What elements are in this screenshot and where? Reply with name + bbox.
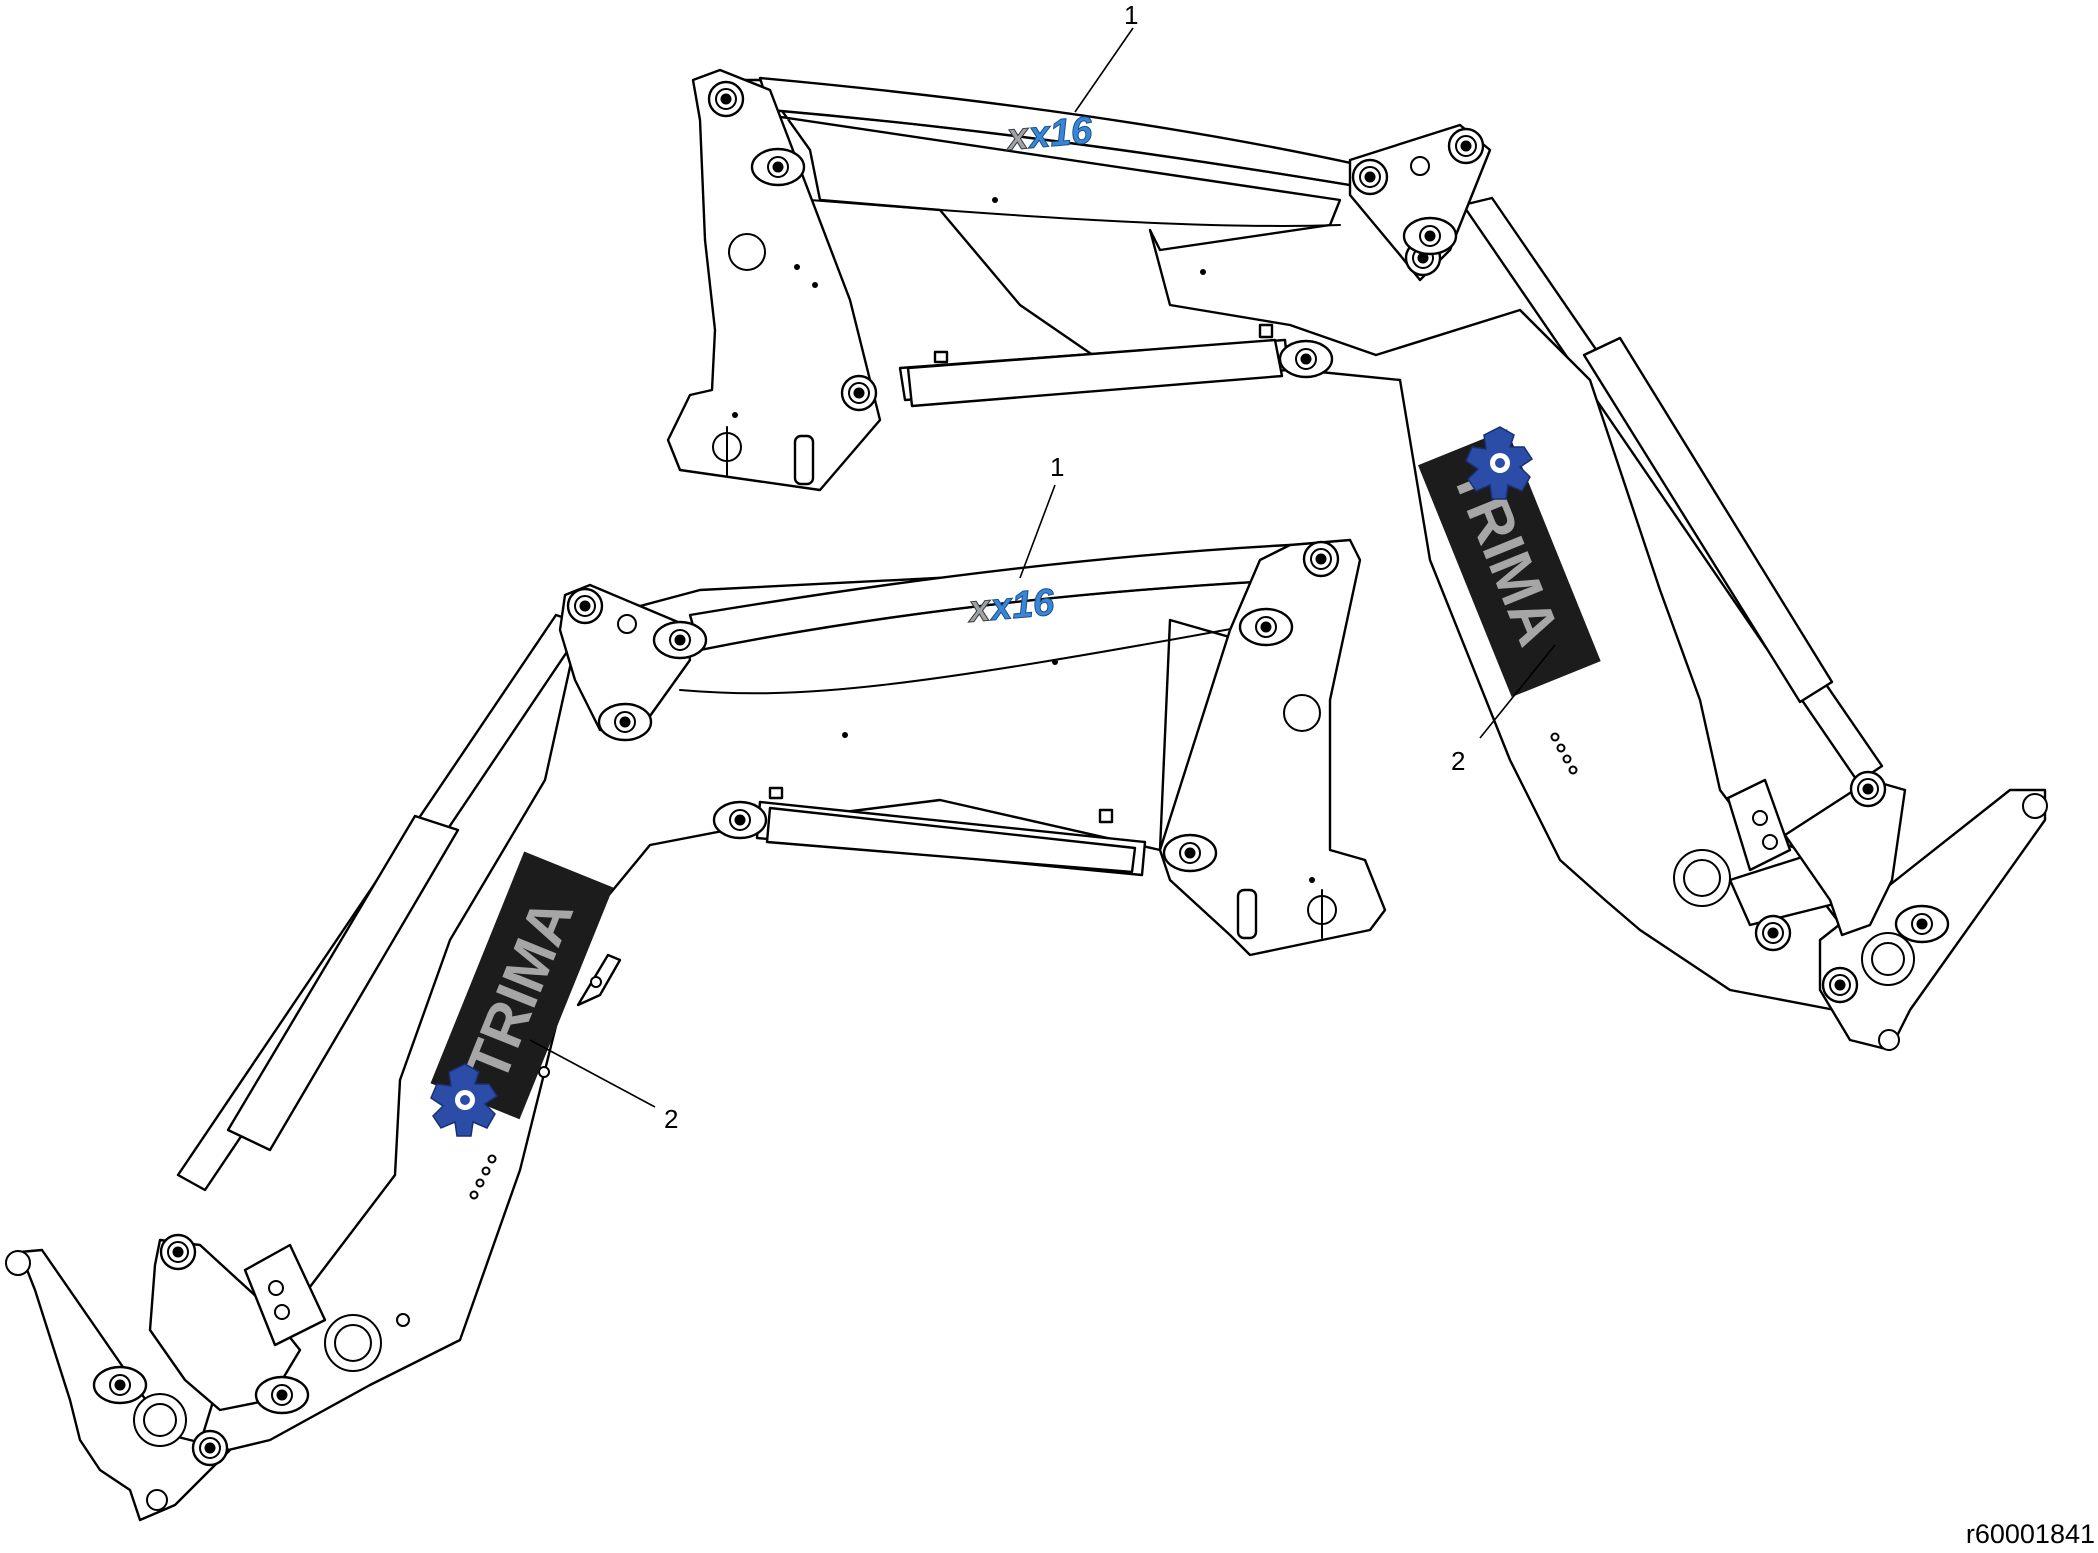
callout-1-lower: 1 — [1050, 452, 1064, 482]
upper-lift-cylinder — [1461, 196, 1884, 784]
lower-x16-label: x16 — [987, 582, 1057, 630]
drawing-reference-code: r60001841 — [1966, 1519, 2095, 1549]
callouts: 1 1 2 2 — [529, 0, 1556, 1134]
lower-x16-decal: x x16 — [965, 581, 1058, 632]
callout-2-upper: 2 — [1451, 746, 1465, 776]
upper-side-plate — [666, 68, 882, 492]
upper-tilt-cylinder — [898, 323, 1290, 408]
callout-1-upper: 1 — [1124, 0, 1138, 30]
upper-loader-frame: x x16 TRIMA — [666, 68, 2048, 1052]
upper-x16-label: x16 — [1025, 110, 1095, 158]
upper-x16-decal: x x16 — [1003, 109, 1096, 160]
callout-2-lower: 2 — [664, 1104, 678, 1134]
lower-loader-frame: x x16 TRIMA — [5, 538, 1387, 1522]
lower-link-arm — [148, 1238, 302, 1412]
